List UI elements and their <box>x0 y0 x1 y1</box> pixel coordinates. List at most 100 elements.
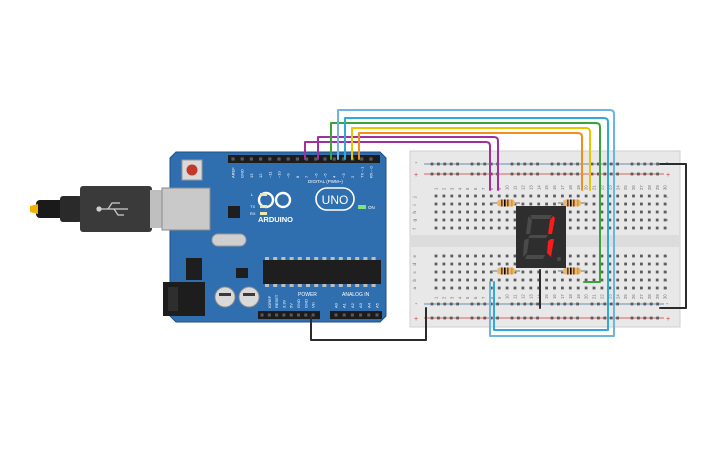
breadboard-hole[interactable] <box>640 194 643 198</box>
rail-hole[interactable] <box>430 172 434 176</box>
breadboard-hole[interactable] <box>592 194 596 198</box>
breadboard-hole[interactable] <box>655 210 659 214</box>
rail-hole[interactable] <box>443 302 447 306</box>
breadboard-hole[interactable] <box>513 194 517 198</box>
breadboard-hole[interactable] <box>442 210 446 214</box>
header-pin-hole[interactable] <box>341 157 345 161</box>
rail-hole[interactable] <box>643 172 647 176</box>
analog-pin-hole[interactable] <box>342 313 346 317</box>
breadboard-hole[interactable] <box>640 286 643 290</box>
rail-hole[interactable] <box>609 302 613 306</box>
rail-hole[interactable] <box>609 162 613 166</box>
breadboard-hole[interactable] <box>624 278 627 282</box>
wire-cyan-pin5[interactable] <box>344 117 609 331</box>
rail-hole[interactable] <box>456 162 459 166</box>
rail-hole[interactable] <box>437 302 440 306</box>
power-pin-hole[interactable] <box>267 313 271 317</box>
breadboard-hole[interactable] <box>663 218 667 222</box>
breadboard-hole[interactable] <box>474 194 477 198</box>
breadboard-hole[interactable] <box>442 194 446 198</box>
breadboard-hole[interactable] <box>482 218 485 222</box>
breadboard-hole[interactable] <box>616 194 620 198</box>
breadboard-hole[interactable] <box>513 286 517 290</box>
breadboard-hole[interactable] <box>466 286 469 290</box>
breadboard-hole[interactable] <box>584 210 588 214</box>
wire-ground-rail-link[interactable] <box>659 163 687 309</box>
breadboard-hole[interactable] <box>647 202 651 206</box>
rail-hole[interactable] <box>649 172 653 176</box>
breadboard-hole[interactable] <box>600 210 604 214</box>
breadboard-hole[interactable] <box>647 278 651 282</box>
breadboard-hole[interactable] <box>450 218 454 222</box>
breadboard-hole[interactable] <box>466 210 469 214</box>
breadboard-hole[interactable] <box>600 278 604 282</box>
breadboard-hole[interactable] <box>663 262 667 266</box>
rail-hole[interactable] <box>536 172 539 176</box>
breadboard-hole[interactable] <box>632 218 635 222</box>
breadboard-hole[interactable] <box>442 270 446 274</box>
breadboard-hole[interactable] <box>608 202 612 206</box>
rail-hole[interactable] <box>616 316 619 320</box>
breadboard-hole[interactable] <box>505 226 509 230</box>
breadboard-hole[interactable] <box>458 286 462 290</box>
rail-hole[interactable] <box>483 302 487 306</box>
breadboard-hole[interactable] <box>647 262 651 266</box>
rail-hole[interactable] <box>563 172 567 176</box>
breadboard-hole[interactable] <box>655 226 659 230</box>
breadboard-hole[interactable] <box>434 202 438 206</box>
rail-hole[interactable] <box>616 302 619 306</box>
rail-hole[interactable] <box>456 316 459 320</box>
breadboard-hole[interactable] <box>545 286 548 290</box>
breadboard-hole[interactable] <box>663 270 667 274</box>
breadboard-hole[interactable] <box>442 262 446 266</box>
breadboard-hole[interactable] <box>576 254 580 258</box>
breadboard-hole[interactable] <box>608 210 612 214</box>
wire-orange-pin2[interactable] <box>358 132 583 191</box>
rail-hole[interactable] <box>523 162 527 166</box>
breadboard-hole[interactable] <box>482 202 485 206</box>
rail-hole[interactable] <box>643 302 647 306</box>
breadboard-hole[interactable] <box>489 218 493 222</box>
breadboard-hole[interactable] <box>608 226 612 230</box>
power-pin-hole[interactable] <box>289 313 293 317</box>
breadboard-hole[interactable] <box>450 194 454 198</box>
breadboard-hole[interactable] <box>434 286 438 290</box>
breadboard-hole[interactable] <box>561 278 564 282</box>
breadboard-hole[interactable] <box>616 286 620 290</box>
breadboard-hole[interactable] <box>474 210 477 214</box>
breadboard-hole[interactable] <box>513 226 517 230</box>
breadboard-hole[interactable] <box>458 278 462 282</box>
rail-hole[interactable] <box>643 162 647 166</box>
rail-hole[interactable] <box>496 316 499 320</box>
wire-yellow-pin3[interactable] <box>351 127 591 191</box>
rail-hole[interactable] <box>517 162 520 166</box>
rail-hole[interactable] <box>563 302 567 306</box>
breadboard-hole[interactable] <box>458 226 462 230</box>
breadboard-hole[interactable] <box>497 286 501 290</box>
rail-hole[interactable] <box>430 302 434 306</box>
breadboard-hole[interactable] <box>608 262 612 266</box>
rail-hole[interactable] <box>550 302 554 306</box>
breadboard-hole[interactable] <box>553 194 556 198</box>
rail-hole[interactable] <box>590 172 594 176</box>
breadboard-hole[interactable] <box>640 278 643 282</box>
breadboard-hole[interactable] <box>647 254 651 258</box>
header-pin-hole[interactable] <box>286 157 290 161</box>
breadboard-hole[interactable] <box>655 278 659 282</box>
rail-hole[interactable] <box>590 302 594 306</box>
breadboard-hole[interactable] <box>600 286 604 290</box>
breadboard-hole[interactable] <box>624 226 627 230</box>
breadboard-hole[interactable] <box>442 218 446 222</box>
breadboard-hole[interactable] <box>655 194 659 198</box>
breadboard-hole[interactable] <box>584 270 588 274</box>
power-pin-hole[interactable] <box>260 313 264 317</box>
analog-pin-hole[interactable] <box>375 313 379 317</box>
breadboard-hole[interactable] <box>474 270 477 274</box>
breadboard-hole[interactable] <box>576 226 580 230</box>
breadboard-hole[interactable] <box>482 270 485 274</box>
breadboard-hole[interactable] <box>568 194 572 198</box>
breadboard-hole[interactable] <box>592 202 596 206</box>
rail-hole[interactable] <box>443 316 447 320</box>
rail-hole[interactable] <box>470 316 474 320</box>
rail-hole[interactable] <box>517 316 520 320</box>
